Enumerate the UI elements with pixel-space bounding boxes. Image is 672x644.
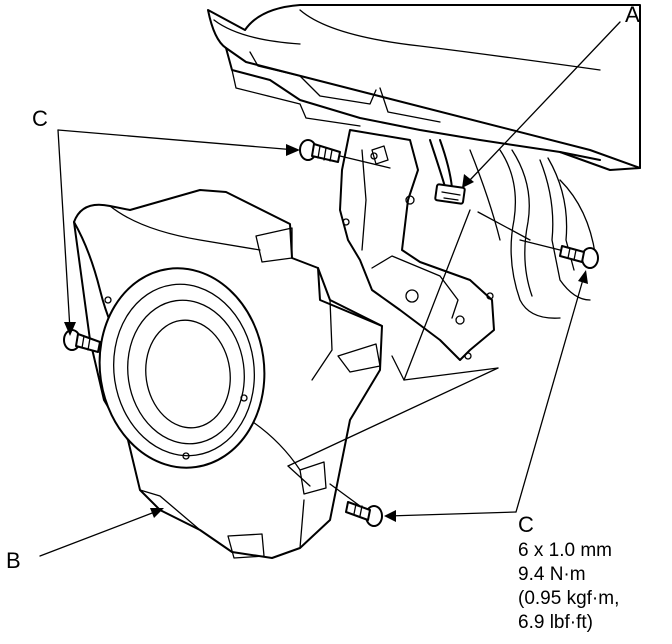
leader-lines bbox=[39, 21, 621, 557]
torque-lbfft-text: 6.9 lbf·ft) bbox=[518, 612, 593, 633]
torque-kgfm-text: (0.95 kgf·m, bbox=[518, 588, 619, 609]
callout-b-label: B bbox=[6, 548, 21, 573]
bolt-right bbox=[559, 245, 599, 269]
bolt-bottom bbox=[345, 501, 383, 527]
torque-nm-text: 9.4 N·m bbox=[518, 564, 586, 585]
callout-c-top-label: C bbox=[32, 106, 48, 131]
bolt-top bbox=[299, 139, 341, 163]
dashboard-body bbox=[207, 4, 641, 171]
connector-a bbox=[434, 183, 466, 205]
speaker-cone bbox=[98, 267, 266, 469]
torque-spec: 6 x 1.0 mm 9.4 N·m (0.95 kgf·m, 6.9 lbf·… bbox=[518, 540, 619, 633]
callout-c-bottom-label: C bbox=[518, 512, 534, 537]
bolt-size-text: 6 x 1.0 mm bbox=[518, 540, 612, 561]
callout-a-label: A bbox=[625, 2, 640, 27]
mounting-bracket bbox=[339, 129, 495, 361]
alignment-guides bbox=[287, 155, 561, 507]
